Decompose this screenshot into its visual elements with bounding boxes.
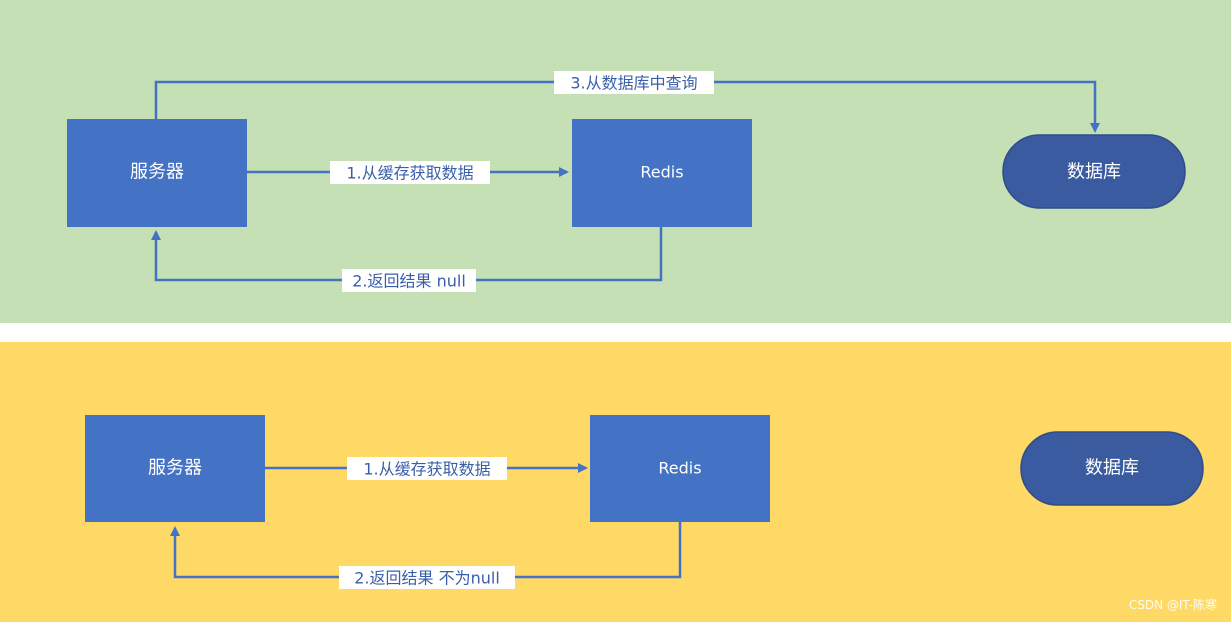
csdn-watermark: CSDN @IT-陈寒 xyxy=(1128,598,1217,612)
bottom-redis-label: Redis xyxy=(658,459,701,478)
bottom-database-label: 数据库 xyxy=(1085,458,1139,479)
top-edge-get-cache-label: 1.从缓存获取数据 xyxy=(346,164,473,183)
top-database-label: 数据库 xyxy=(1067,162,1121,183)
top-edge-return-label: 2.返回结果 null xyxy=(352,272,466,291)
bottom-redis-node xyxy=(590,415,770,522)
bottom-edge-return-label: 2.返回结果 不为null xyxy=(354,569,500,588)
bottom-diagram: 1.从缓存获取数据 2.返回结果 不为null 服务器 Redis 数据库 xyxy=(85,415,1204,589)
top-edge-get-cache-label-bg xyxy=(330,161,490,184)
top-edge-query-db-label-bg xyxy=(554,71,714,94)
top-edge-return-label-bg xyxy=(342,269,476,292)
top-redis-label: Redis xyxy=(640,163,683,182)
bottom-edge-get-cache-label-bg xyxy=(347,457,507,480)
bottom-server-node xyxy=(85,415,265,522)
bottom-edge-return-label-bg xyxy=(339,566,515,589)
bottom-server-label: 服务器 xyxy=(148,458,202,479)
top-redis-node xyxy=(572,119,752,227)
bottom-edge-get-cache-label: 1.从缓存获取数据 xyxy=(363,460,490,479)
top-database-node xyxy=(1002,134,1186,209)
top-server-node xyxy=(67,119,247,227)
top-server-label: 服务器 xyxy=(130,162,184,183)
bottom-database-node xyxy=(1020,431,1204,506)
top-edge-query-db-label: 3.从数据库中查询 xyxy=(570,74,697,93)
top-diagram: 3.从数据库中查询 1.从缓存获取数据 2.返回结果 null 服务器 Redi… xyxy=(67,71,1186,292)
